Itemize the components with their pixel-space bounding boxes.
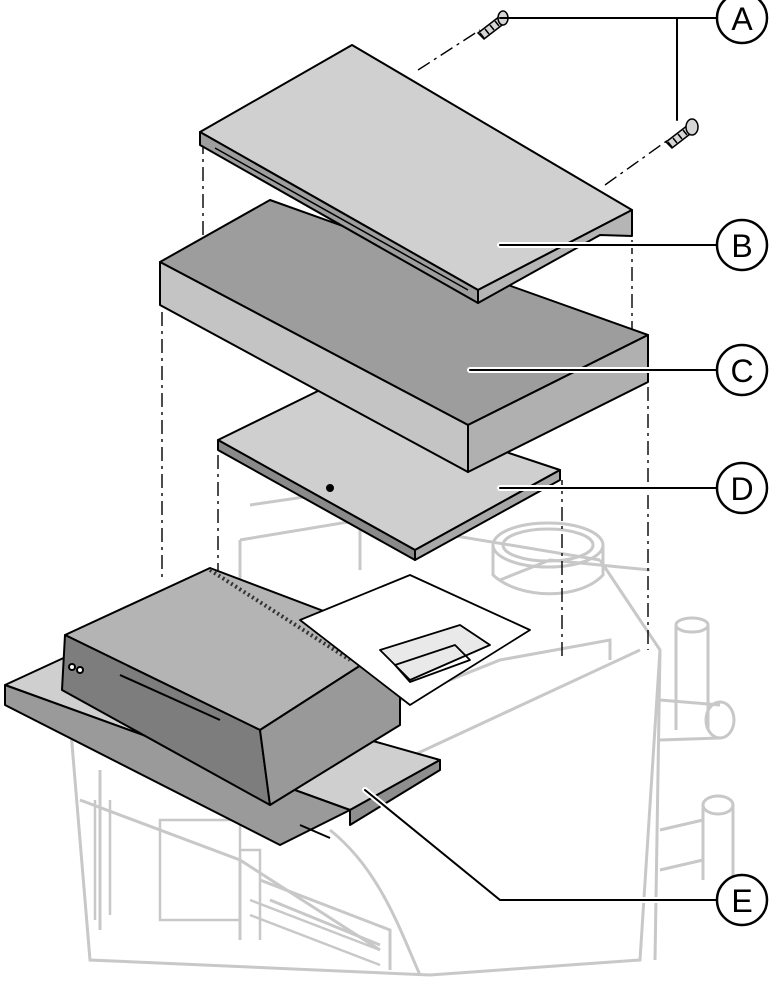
callout-label-d: D [730,471,753,507]
callout-label-e: E [731,883,752,919]
top-cover-b [199,44,633,304]
screw-icon [476,10,509,40]
callout-c: C [715,343,769,397]
screw-icon [664,118,699,149]
inner-cover-d [217,389,561,561]
frame-rails-ghost [93,800,381,967]
control-unit [61,567,401,806]
callout-a: A [715,0,769,45]
flue-ring-ghost [491,521,605,596]
callout-label-c: C [730,353,753,389]
callout-e: E [715,873,769,927]
callout-b: B [715,218,769,272]
leader-lines [362,17,721,903]
callout-label-b: B [731,228,752,264]
electronics-tray [299,574,531,706]
callout-label-a: A [731,1,753,37]
connection-pipes-ghost [659,616,736,880]
callout-d: D [715,461,769,515]
